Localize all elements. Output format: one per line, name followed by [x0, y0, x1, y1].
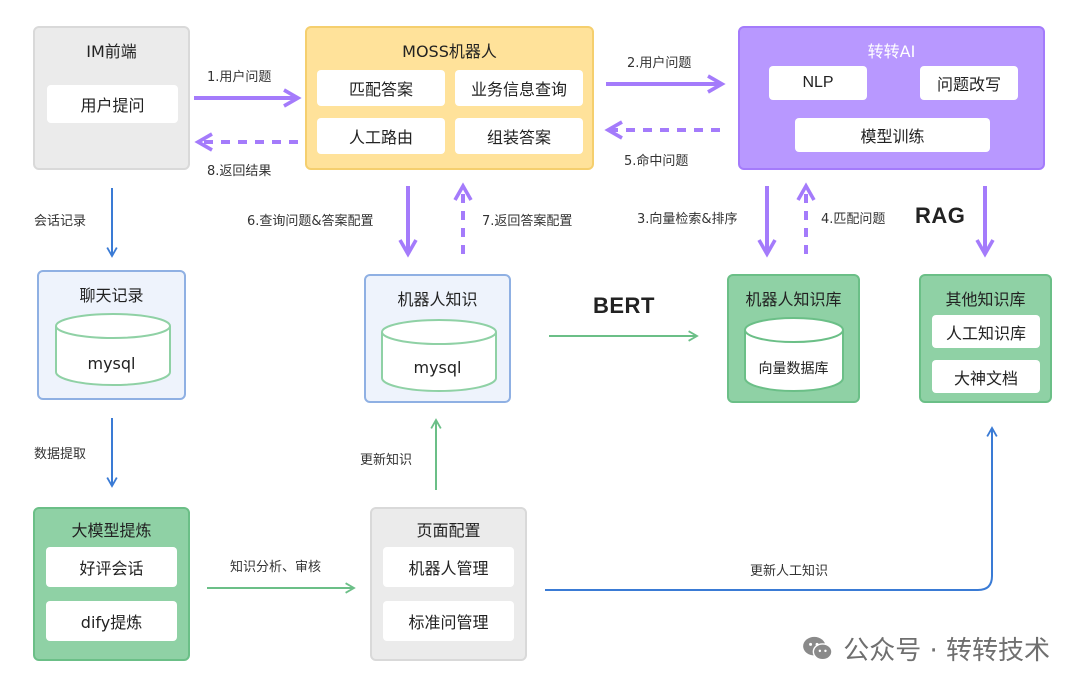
page-config-box: 页面配置 机器人管理 标准问管理: [370, 507, 527, 661]
moss-business-query: 业务信息查询: [455, 70, 583, 106]
im-user-question: 用户提问: [47, 85, 178, 123]
edge-label-3: 3.向量检索&排序: [637, 212, 738, 227]
chat-database-icon: [55, 313, 171, 386]
rag-label: RAG: [915, 203, 966, 228]
edge-label-1: 1.用户问题: [207, 70, 272, 85]
llm-refine-box: 大模型提炼 好评会话 dify提炼: [33, 507, 190, 661]
edge-label-5: 5.命中问题: [624, 154, 689, 169]
vector-database-icon: [744, 317, 844, 392]
page-config-title: 页面配置: [416, 521, 481, 540]
llm-refine-title: 大模型提炼: [71, 521, 152, 540]
vector-db-label: 向量数据库: [758, 361, 829, 377]
robot-knowledge-base-title: 机器人知识库: [745, 290, 842, 309]
edge-label-update-knowledge: 更新知识: [360, 453, 413, 468]
standard-question-management: 标准问管理: [383, 601, 514, 641]
im-frontend-box: IM前端 用户提问: [33, 26, 190, 170]
zzai-question-rewrite: 问题改写: [920, 66, 1018, 100]
im-frontend-title: IM前端: [86, 42, 137, 61]
edge-label-4: 4.匹配问题: [821, 212, 886, 227]
moss-manual-routing: 人工路由: [317, 118, 445, 154]
dify-refine: dify提炼: [46, 601, 177, 641]
other-knowledge-base-box: 其他知识库 人工知识库 大神文档: [919, 274, 1052, 403]
watermark-text: 公众号 · 转转技术: [843, 636, 1050, 666]
arrow-update-manual: [545, 426, 998, 591]
chat-db-label: mysql: [87, 354, 136, 373]
wechat-icon: [803, 636, 833, 660]
moss-assemble-answer: 组装答案: [455, 118, 583, 154]
moss-robot-title: MOSS机器人: [402, 42, 497, 61]
watermark: 公众号 · 转转技术: [801, 630, 1050, 667]
zhuanzhuan-ai-box: 转转AI NLP 问题改写 模型训练: [738, 26, 1045, 170]
moss-match-answer: 匹配答案: [317, 70, 445, 106]
edge-label-update-manual: 更新人工知识: [750, 564, 829, 579]
edge-label-8: 8.返回结果: [207, 164, 272, 179]
robot-knowledge-title: 机器人知识: [397, 290, 478, 309]
chat-record-box: 聊天记录 mysql: [37, 270, 186, 400]
zzai-model-training: 模型训练: [795, 118, 990, 152]
edge-label-7: 7.返回答案配置: [482, 214, 573, 229]
robot-knowledge-db-label: mysql: [413, 358, 462, 377]
zzai-nlp: NLP: [769, 66, 867, 100]
robot-knowledge-box: 机器人知识 mysql: [364, 274, 511, 403]
zhuanzhuan-ai-title: 转转AI: [867, 42, 916, 61]
bert-label: BERT: [593, 293, 655, 318]
manual-knowledge-base: 人工知识库: [932, 315, 1040, 348]
chat-record-title: 聊天记录: [79, 286, 144, 305]
robot-management: 机器人管理: [383, 547, 514, 587]
edge-label-session-record: 会话记录: [34, 214, 87, 229]
positive-conversations: 好评会话: [46, 547, 177, 587]
edge-label-data-extract: 数据提取: [34, 447, 87, 462]
edge-label-knowledge-review: 知识分析、审核: [230, 560, 322, 575]
edge-label-6: 6.查询问题&答案配置: [247, 214, 374, 229]
expert-docs: 大神文档: [932, 360, 1040, 393]
robot-knowledge-database-icon: [381, 319, 497, 392]
moss-robot-box: MOSS机器人 匹配答案 业务信息查询 人工路由 组装答案: [305, 26, 594, 170]
robot-knowledge-base-box: 机器人知识库 向量数据库: [727, 274, 860, 403]
other-knowledge-base-title: 其他知识库: [945, 290, 1026, 309]
edge-label-2: 2.用户问题: [627, 56, 692, 71]
